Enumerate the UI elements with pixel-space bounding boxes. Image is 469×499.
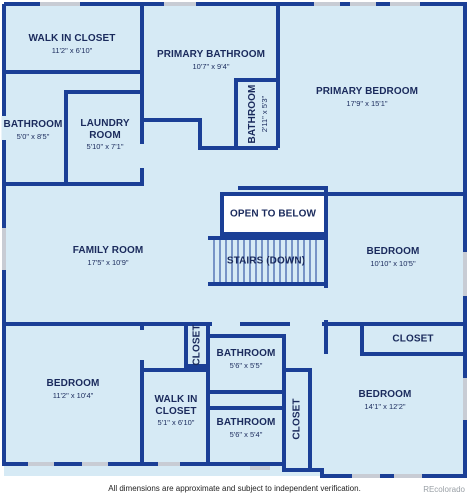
- room-name: CLOSET: [191, 324, 203, 366]
- room-dims: 5'0" x 8'5": [16, 131, 50, 141]
- room-dims: 14'1" x 12'2": [364, 401, 406, 411]
- room-name: BATHROOM: [216, 416, 276, 428]
- room-name: BEDROOM: [366, 245, 420, 257]
- door-gaps: [1, 116, 329, 360]
- room-dims: 11'2" x 6'10": [51, 45, 93, 55]
- room-dims: 17'5" x 10'9": [87, 257, 129, 267]
- room-name-line2: CLOSET: [155, 405, 197, 417]
- disclaimer-text: All dimensions are approximate and subje…: [108, 484, 361, 493]
- room-dims: 10'10" x 10'5": [370, 258, 416, 268]
- brand-watermark: REcolorado: [423, 485, 465, 494]
- open-to-below-fill: [222, 194, 326, 234]
- room-dims: 2'11" x 5'3": [259, 95, 269, 133]
- room-name: WALK IN CLOSET: [28, 32, 116, 44]
- family-room-label: FAMILY ROOM 17'5" x 10'9": [73, 245, 144, 267]
- room-name: FAMILY ROOM: [72, 244, 144, 256]
- primary-bathroom-label: PRIMARY BATHROOM 10'7" x 9'4": [157, 49, 265, 71]
- room-dims: 5'1" x 6'10": [157, 418, 195, 428]
- bathroom-2-label: BATHROOM 2'11" x 5'3": [247, 85, 269, 144]
- bathroom-1-label: BATHROOM 5'0" x 8'5": [4, 119, 63, 141]
- room-name: BATHROOM: [216, 347, 276, 359]
- room-name: BATHROOM: [246, 84, 258, 144]
- bedroom-1-label: BEDROOM 10'10" x 10'5": [367, 246, 420, 268]
- primary-bedroom-label: PRIMARY BEDROOM 17'9" x 15'1": [316, 86, 418, 108]
- footer-area: [4, 476, 469, 499]
- room-dims: 17'9" x 15'1": [346, 98, 388, 108]
- room-dims: 10'7" x 9'4": [192, 61, 230, 71]
- room-name: BATHROOM: [3, 118, 63, 130]
- walk-in-closet-2-label: WALK IN CLOSET 5'1" x 6'10": [155, 394, 198, 428]
- closet-2-label: CLOSET: [191, 324, 203, 365]
- stairs-label: STAIRS (DOWN): [227, 255, 305, 267]
- bedroom-3-label: BEDROOM 14'1" x 12'2": [359, 389, 412, 411]
- room-name: BEDROOM: [358, 388, 412, 400]
- bedroom-2-label: BEDROOM 11'2" x 10'4": [47, 378, 100, 400]
- room-dims: 11'2" x 10'4": [52, 390, 94, 400]
- walk-in-closet-1-label: WALK IN CLOSET 11'2" x 6'10": [29, 33, 116, 55]
- room-dims: 5'6" x 5'5": [229, 360, 263, 370]
- room-name-line1: WALK IN: [154, 394, 198, 406]
- laundry-room-label: LAUNDRY ROOM 5'10" x 7'1": [80, 118, 129, 152]
- room-name: PRIMARY BATHROOM: [156, 48, 266, 60]
- windows: [2, 2, 467, 478]
- stairs-treads: [213, 238, 317, 282]
- room-name: CLOSET: [291, 398, 303, 440]
- room-name: BEDROOM: [46, 377, 100, 389]
- room-name-line1: LAUNDRY: [80, 118, 130, 130]
- room-name: STAIRS (DOWN): [226, 255, 306, 267]
- bathroom-3-label: BATHROOM 5'6" x 5'5": [217, 348, 276, 370]
- closet-1-label: CLOSET: [392, 333, 433, 345]
- bathroom-4-label: BATHROOM 5'6" x 5'4": [217, 417, 276, 439]
- room-name: CLOSET: [392, 333, 434, 345]
- open-to-below-label: OPEN TO BELOW: [230, 208, 316, 220]
- room-dims: 5'6" x 5'4": [229, 429, 263, 439]
- closet-3-label: CLOSET: [291, 398, 303, 439]
- room-dims: 5'10" x 7'1": [86, 142, 124, 152]
- room-name: OPEN TO BELOW: [229, 208, 317, 220]
- room-name-line2: ROOM: [89, 129, 121, 141]
- room-name: PRIMARY BEDROOM: [315, 85, 419, 97]
